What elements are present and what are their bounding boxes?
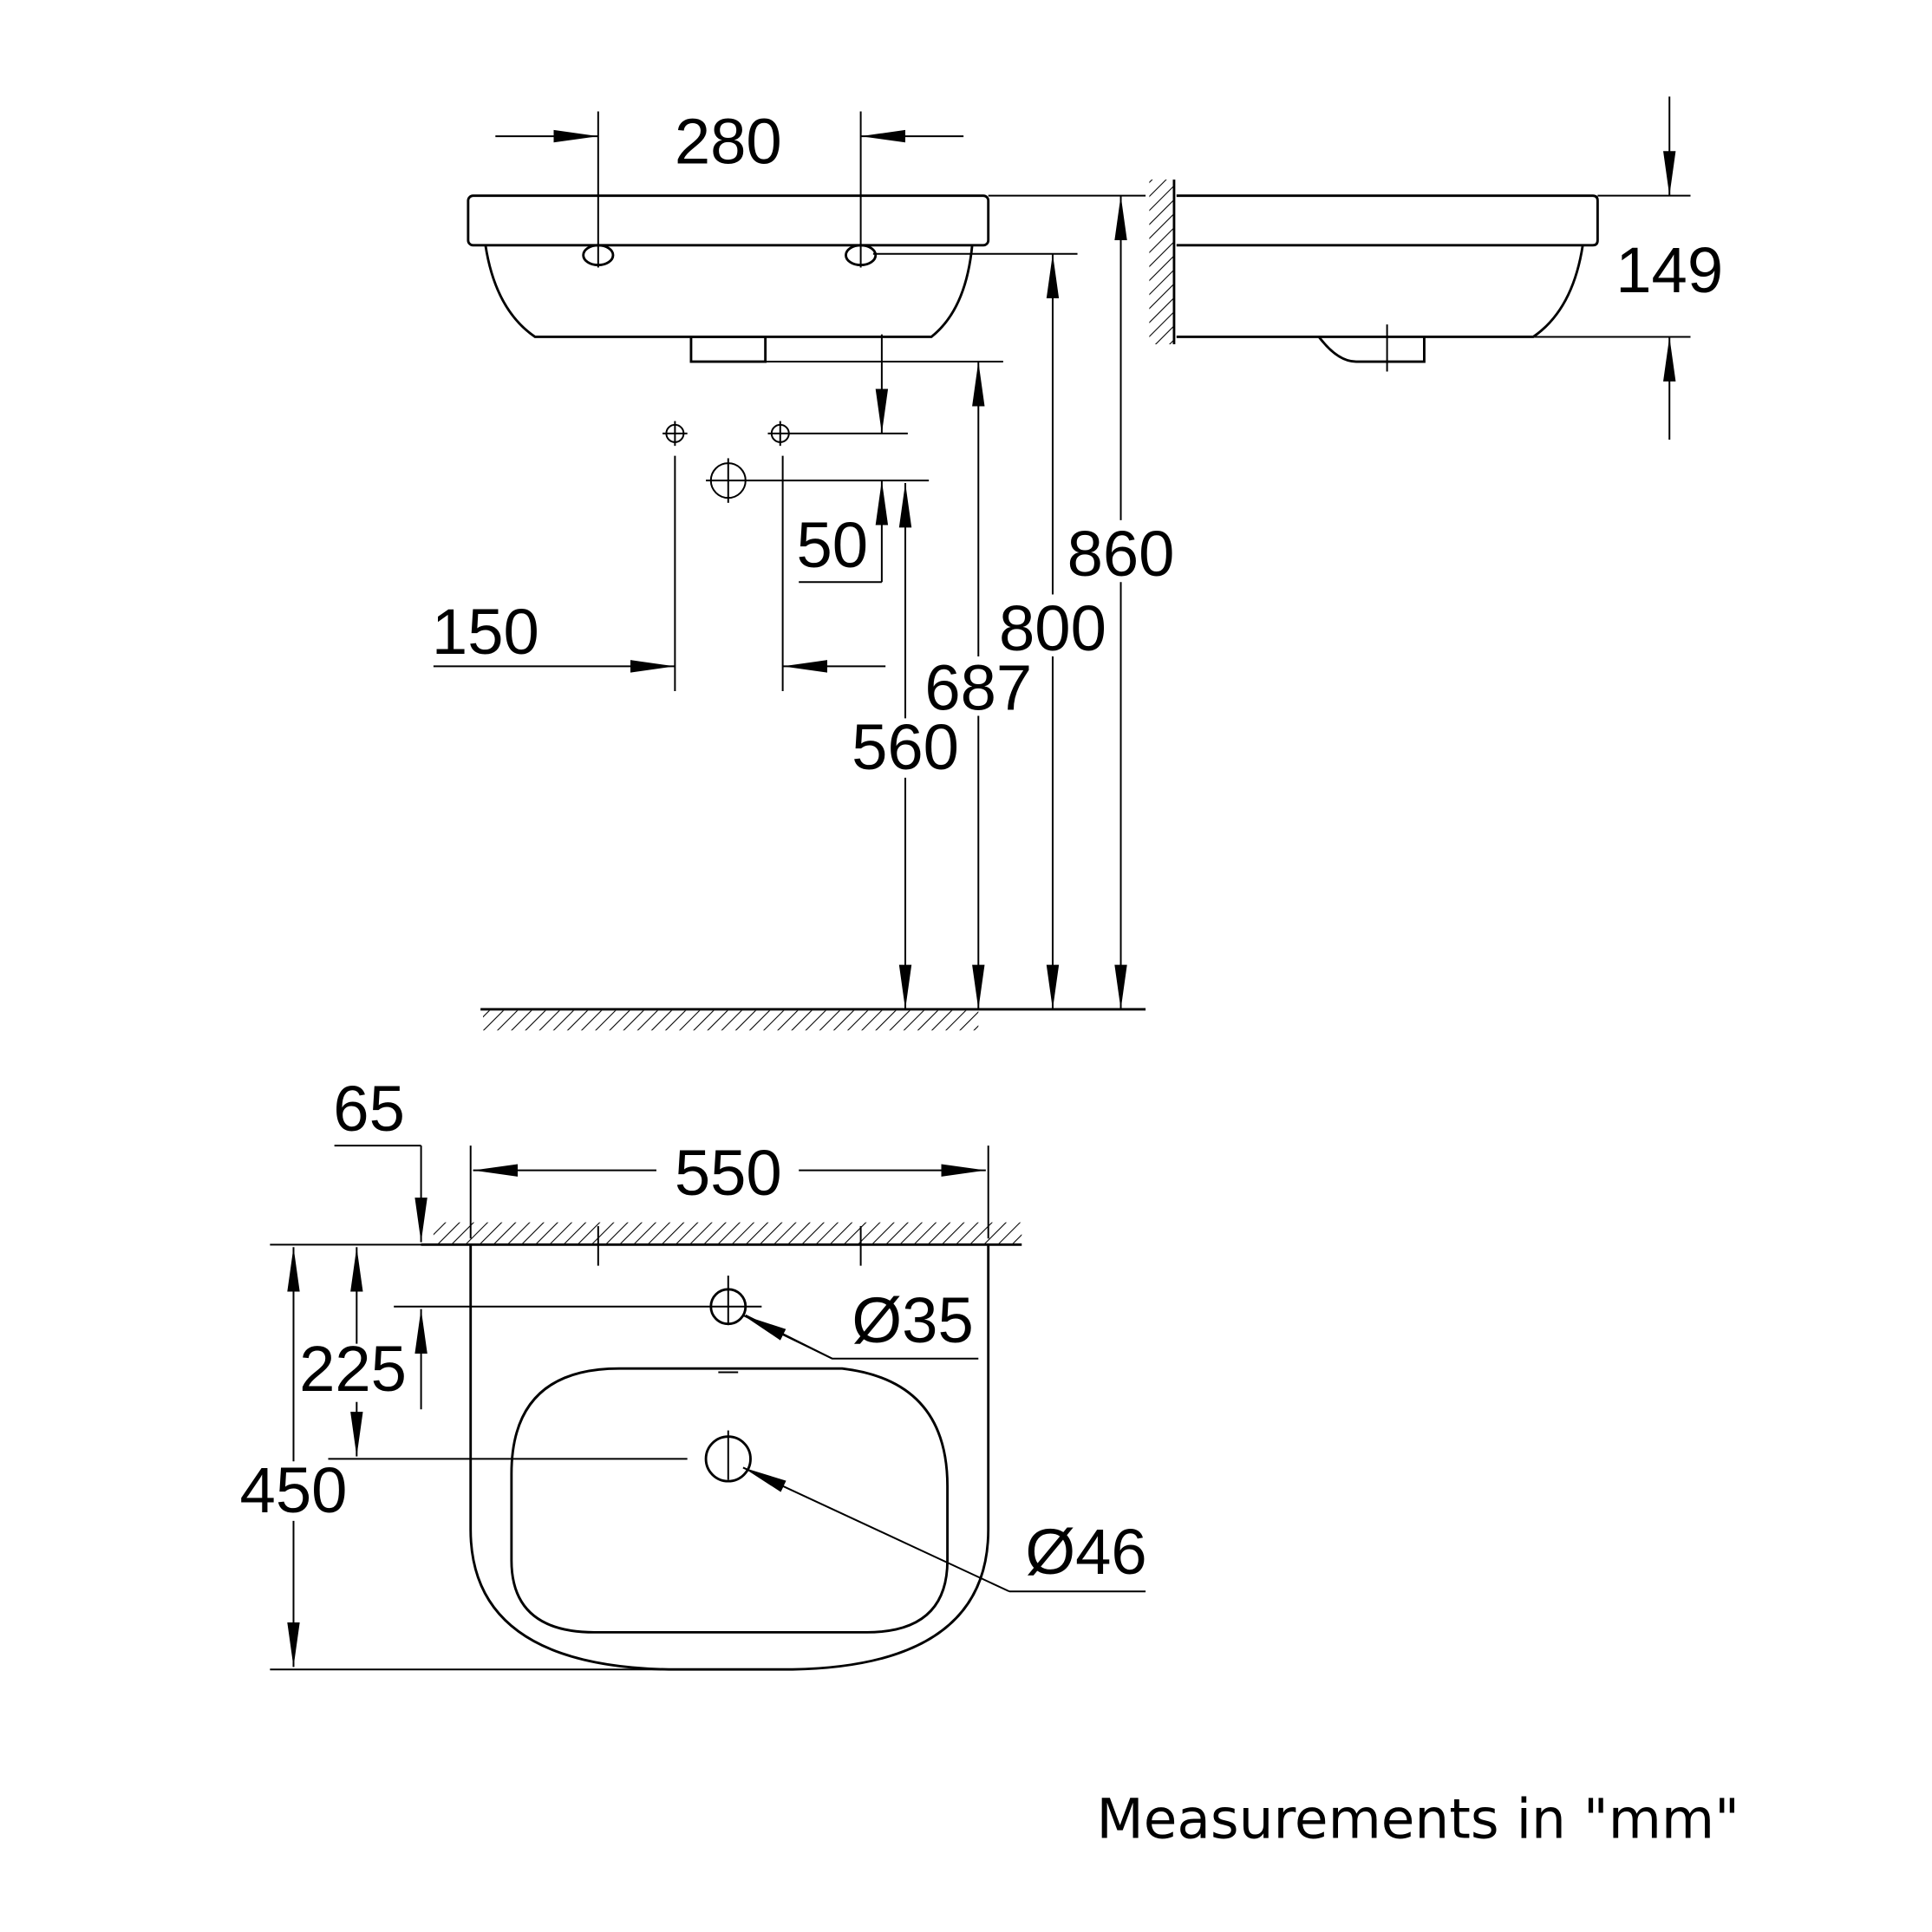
dim-150: 150 — [432, 596, 539, 668]
dim-50: 50 — [796, 509, 868, 581]
dim-dia-35: Ø35 — [852, 1284, 973, 1356]
basin-rim — [467, 194, 990, 247]
top-view: 550 65 225 450 Ø35 Ø46 — [240, 1073, 1147, 1671]
dim-280: 280 — [675, 106, 782, 178]
dim-450: 450 — [240, 1454, 348, 1526]
basin-bowl — [484, 245, 974, 338]
measurement-units-note: Measurements in "mm" — [1097, 1787, 1739, 1850]
front-view: 280 150 50 560 687 800 860 — [432, 106, 1175, 1031]
dim-65: 65 — [333, 1073, 405, 1145]
wall-hatch-top — [433, 1222, 1022, 1243]
basin-outline — [469, 1244, 990, 1671]
dim-687: 687 — [924, 651, 1032, 723]
dim-800: 800 — [999, 592, 1106, 664]
dim-dia-46: Ø46 — [1025, 1516, 1146, 1588]
dim-860: 860 — [1067, 518, 1175, 590]
dim-149: 149 — [1615, 234, 1723, 306]
dim-560: 560 — [852, 711, 959, 783]
dim-225: 225 — [299, 1333, 407, 1405]
waste-outlet — [689, 336, 767, 363]
wall-hatch — [1149, 179, 1174, 345]
basin-side-profile — [1176, 194, 1599, 247]
dim-550: 550 — [675, 1137, 782, 1209]
floor-hatch — [483, 1010, 979, 1031]
inner-bowl — [510, 1367, 950, 1634]
side-view: 149 — [1149, 96, 1723, 441]
